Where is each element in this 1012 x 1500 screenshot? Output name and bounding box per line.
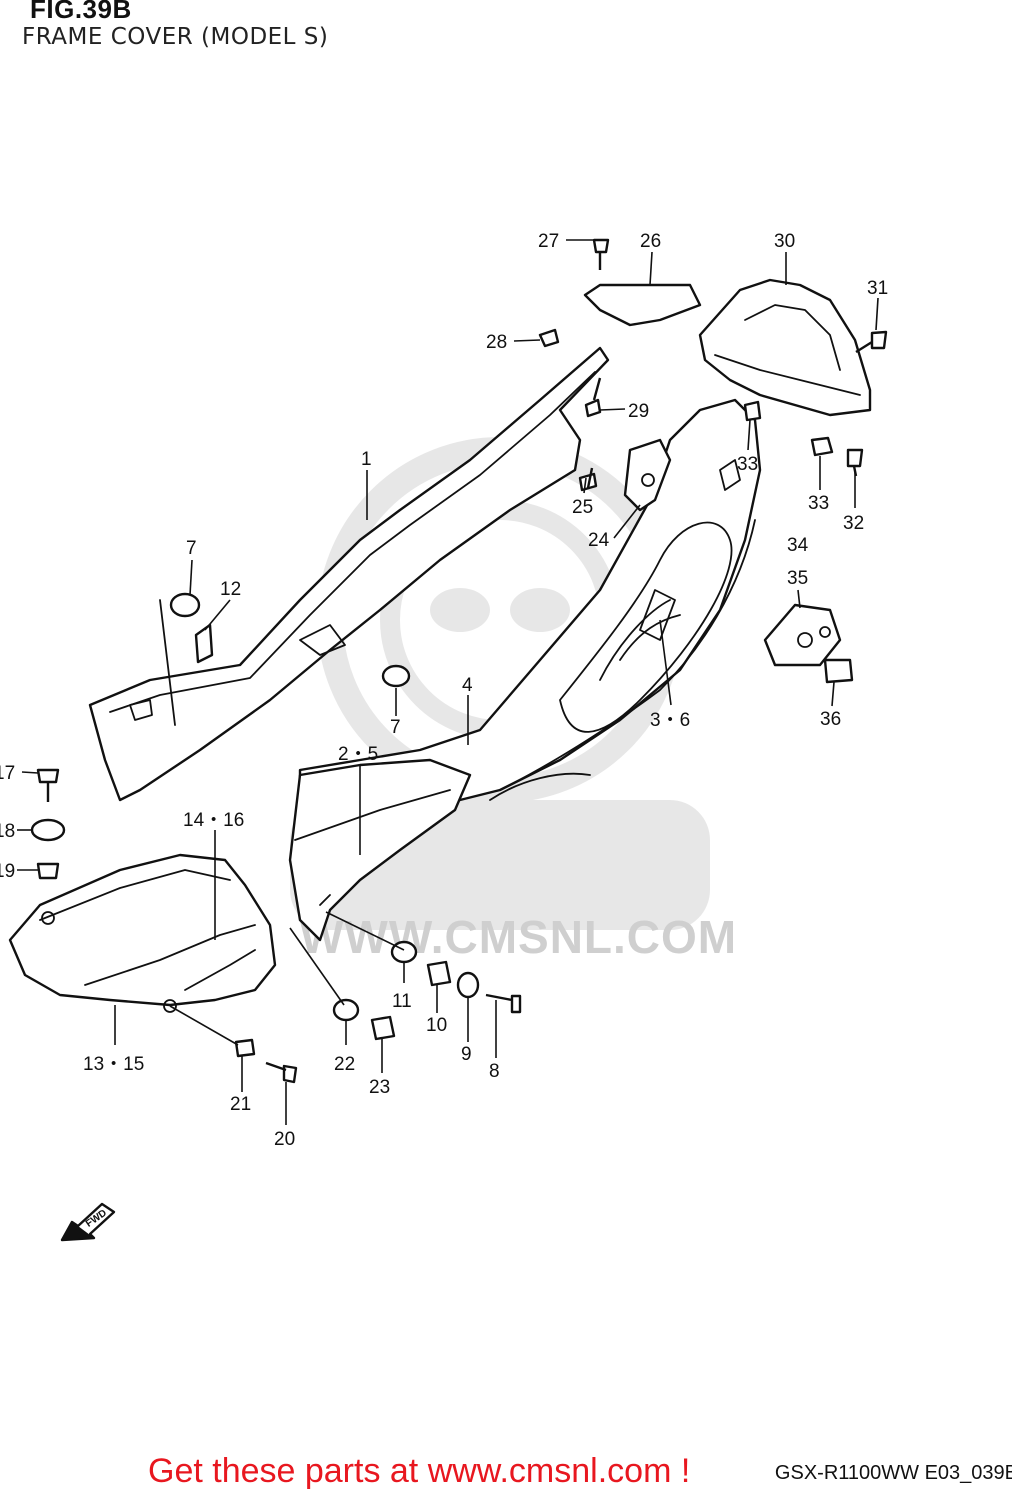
tag-12[interactable] [194,623,214,664]
callout-4: 4 [462,675,473,696]
callout-24: 24 [588,530,610,551]
callout-33-lower: 33 [808,493,829,514]
callout-35: 35 [787,568,808,589]
collar-23[interactable] [370,1015,396,1041]
screw-31[interactable] [855,330,888,354]
callout-12: 12 [220,579,241,600]
side-cover-lower[interactable] [8,853,277,1007]
callout-19: 19 [0,861,15,882]
model-code: GSX-R1100WW E03_039B [774,1462,1012,1484]
frame-cover-lower-front[interactable] [288,758,472,942]
bracket-24[interactable] [623,438,672,512]
callout-10: 10 [426,1015,447,1036]
leader-lines [17,239,879,1125]
tail-piece-30[interactable] [698,278,872,417]
promo-link[interactable]: Get these parts at www.cmsnl.com ! [148,1452,691,1490]
callout-27: 27 [538,231,559,252]
callout-2-5: 2・5 [338,744,378,765]
callout-3-6: 3・6 [650,710,690,731]
callout-14-16: 14・16 [183,810,244,831]
callout-29: 29 [628,401,649,422]
nut-33a[interactable] [743,400,762,422]
callout-23: 23 [369,1077,390,1098]
bolt-20[interactable] [265,1061,298,1084]
callout-7-lower: 7 [390,717,401,738]
figure-title: FIG.39B [30,0,132,24]
frame-cover-left-upper[interactable] [88,346,610,802]
collar-36[interactable] [823,658,854,684]
grommet-7a[interactable] [169,592,201,618]
callout-7-upper: 7 [186,538,197,559]
nut-21[interactable] [234,1038,256,1058]
grommet-18[interactable] [30,818,66,842]
nut-33b[interactable] [810,436,834,457]
callout-26: 26 [640,231,661,252]
callout-1: 1 [361,449,372,470]
nut-28[interactable] [538,328,560,348]
callout-30: 30 [774,231,795,252]
callout-9: 9 [461,1044,472,1065]
callout-22: 22 [334,1054,355,1075]
figure-subtitle: FRAME COVER (MODEL S) [22,24,329,50]
callout-32: 32 [843,513,864,534]
callout-28: 28 [486,332,507,353]
callout-36: 36 [820,709,841,730]
callout-8: 8 [489,1061,500,1082]
callout-34: 34 [787,535,809,556]
washer-9[interactable] [456,971,480,999]
collar-19[interactable] [36,862,60,880]
grommet-7b[interactable] [381,664,411,688]
damper-block-35[interactable] [763,603,842,667]
screw-25[interactable] [578,467,598,492]
callout-33-upper: 33 [737,454,758,475]
bolt-8[interactable] [485,993,522,1014]
callout-11: 11 [392,991,412,1012]
callout-21: 21 [230,1094,251,1115]
screw-29[interactable] [584,377,602,418]
callout-31: 31 [867,278,888,299]
callout-17: 17 [0,763,15,784]
grommet-11[interactable] [390,940,418,964]
grommet-22[interactable] [332,998,360,1022]
callout-18: 18 [0,821,15,842]
collar-10[interactable] [426,960,452,987]
watermark-text: WWW.CMSNL.COM [300,911,738,963]
bolt-17[interactable] [36,768,60,802]
fwd-arrow-icon: FWD [60,1202,116,1242]
callout-13-15: 13・15 [83,1054,144,1075]
callout-labels: 27 26 30 31 28 29 1 33 33 32 25 24 7 12 … [0,231,888,1150]
callout-25: 25 [572,497,593,518]
cover-plate-26[interactable] [583,283,702,327]
screw-27[interactable] [592,238,610,270]
callout-20: 20 [274,1129,295,1150]
